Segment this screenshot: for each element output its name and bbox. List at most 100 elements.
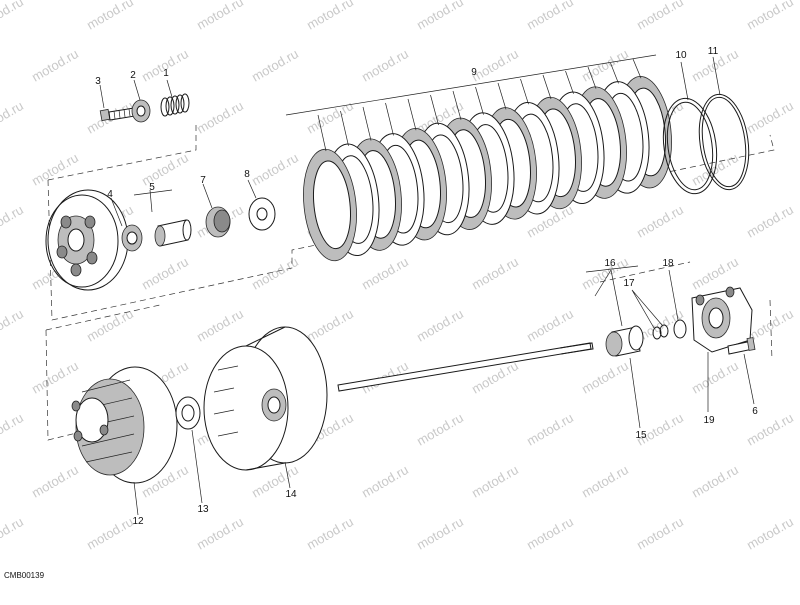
plate-leader: [497, 82, 507, 110]
clutch-hub-part: [71, 366, 178, 484]
watermark-text: motod.ru: [689, 358, 741, 397]
watermark-text: motod.ru: [359, 462, 411, 501]
drawing-code: CMB00139: [4, 571, 45, 580]
watermark-text: motod.ru: [634, 0, 686, 33]
bearing-part: [121, 224, 143, 252]
watermark-text: motod.ru: [29, 46, 81, 85]
callout-5: 5: [149, 182, 155, 193]
watermark-text: motod.ru: [744, 98, 796, 137]
clutch-basket-part: [203, 326, 328, 471]
watermark-text: motod.ru: [194, 306, 246, 345]
watermark-text: motod.ru: [469, 46, 521, 85]
watermark-text: motod.ru: [414, 410, 466, 449]
bleed-bolt-part: [727, 337, 756, 355]
callout-6: 6: [752, 406, 758, 417]
plate-ring-part: [662, 97, 718, 195]
watermark-text: motod.ru: [194, 98, 246, 137]
callout-13: 13: [197, 504, 209, 515]
clutch-plate-stack: [303, 58, 672, 262]
watermark-text: motod.ru: [634, 202, 686, 241]
callout-labels: 1 2 3 4 5 6 7 8 9 10 11 12 13 14 15 16 1…: [95, 46, 758, 527]
watermark-text: motod.ru: [0, 514, 26, 553]
thrust-pin-part: [154, 219, 192, 247]
slave-cylinder-part: [691, 286, 753, 353]
plate-leader: [430, 94, 439, 126]
watermark-text: motod.ru: [0, 0, 26, 33]
watermark-text: motod.ru: [469, 462, 521, 501]
plate-leader: [385, 102, 394, 136]
watermark-text: motod.ru: [84, 0, 136, 33]
watermark-text: motod.ru: [634, 514, 686, 553]
watermark-text: motod.ru: [139, 254, 191, 293]
callout-10: 10: [675, 50, 687, 61]
watermark-text: motod.ru: [194, 0, 246, 33]
watermark-text: motod.ru: [304, 306, 356, 345]
watermark-text: motod.ru: [469, 254, 521, 293]
spring-part: [160, 93, 190, 117]
slave-piston-part: [605, 325, 644, 357]
watermark-text: motod.ru: [0, 410, 26, 449]
callout-17: 17: [623, 278, 635, 289]
callout-3: 3: [95, 76, 101, 87]
callout-8: 8: [244, 169, 250, 180]
bushing-part: [205, 206, 231, 238]
watermark-text: motod.ru: [0, 98, 26, 137]
watermark-text: motod.ru: [689, 462, 741, 501]
callout-1: 1: [163, 68, 169, 79]
plate-leader: [542, 74, 552, 100]
plate-leader: [587, 66, 597, 89]
watermark-text: motod.ru: [359, 254, 411, 293]
callout-4: 4: [107, 189, 113, 200]
watermark-text: motod.ru: [194, 514, 246, 553]
callout-15: 15: [635, 430, 647, 441]
callout-2: 2: [130, 70, 136, 81]
watermark-text: motod.ru: [524, 410, 576, 449]
pressure-plate-part: [45, 189, 129, 291]
plate-leader: [317, 114, 327, 152]
callout-11: 11: [708, 46, 719, 57]
watermark-text: motod.ru: [29, 358, 81, 397]
watermark-text: motod.ru: [744, 202, 796, 241]
watermark-text: motod.ru: [29, 462, 81, 501]
watermark-text: motod.ru: [524, 0, 576, 33]
plate-leader: [340, 110, 349, 146]
plate-leader: [475, 86, 484, 115]
watermark-text: motod.ru: [0, 306, 26, 345]
watermark-text: motod.ru: [414, 514, 466, 553]
watermark-text: motod.ru: [0, 202, 26, 241]
watermark-text: motod.ru: [249, 150, 301, 189]
plate-leader: [520, 78, 529, 105]
watermark-text: motod.ru: [304, 98, 356, 137]
watermark-text: motod.ru: [139, 150, 191, 189]
plate-leader: [452, 90, 462, 120]
watermark-text: motod.ru: [524, 514, 576, 553]
callout-7: 7: [200, 175, 206, 186]
callout-18: 18: [662, 258, 674, 269]
watermark-text: motod.ru: [744, 0, 796, 33]
seal-part: [652, 324, 669, 340]
watermark-text: motod.ru: [359, 46, 411, 85]
watermark-text: motod.ru: [414, 306, 466, 345]
watermark-text: motod.ru: [524, 306, 576, 345]
watermark-text: motod.ru: [29, 150, 81, 189]
watermark-text: motod.ru: [689, 254, 741, 293]
plate-leader: [565, 70, 574, 94]
watermark-text: motod.ru: [249, 46, 301, 85]
plate-leader: [407, 98, 417, 131]
watermark-text: motod.ru: [304, 514, 356, 553]
retaining-ring-part: [698, 93, 750, 191]
watermark-text: motod.ru: [579, 46, 631, 85]
plate-leader: [632, 58, 642, 79]
watermark-text: motod.ru: [304, 0, 356, 33]
plate-leader: [610, 62, 619, 84]
leader-lines: [99, 54, 755, 516]
callout-16: 16: [604, 258, 616, 269]
watermark-text: motod.ru: [249, 254, 301, 293]
o-ring-part: [673, 319, 687, 339]
callout-14: 14: [285, 489, 297, 500]
watermark-text: motod.ru: [579, 358, 631, 397]
upper-group-boundary: [47, 125, 775, 321]
lower-group-boundary: [45, 261, 773, 441]
